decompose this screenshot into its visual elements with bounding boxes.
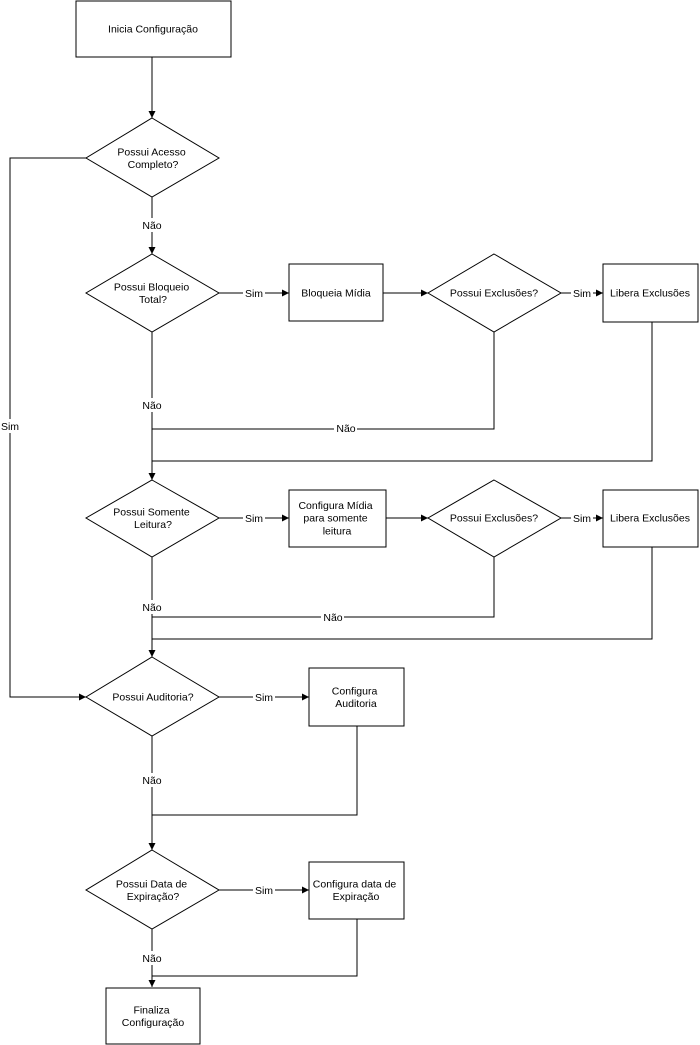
node-libera-2-label: Libera Exclusões [610, 513, 690, 525]
decision-acesso: Possui Acesso Completo? [85, 117, 220, 198]
node-finaliza: Finaliza Configuração [105, 987, 201, 1045]
node-libera-1: Libera Exclusões [602, 263, 699, 323]
node-finaliza-label: Finaliza Configuração [122, 1004, 185, 1029]
node-configura-auditoria: Configura Auditoria [308, 667, 405, 727]
node-inicia-label: Inicia Configuração [108, 24, 198, 36]
node-configura-expiracao: Configura data de Expiração [308, 861, 405, 920]
edge-configura-expiracao-merge [152, 919, 358, 977]
edge-libera1-merge [152, 322, 653, 462]
decision-acesso-label: Possui Acesso Completo? [117, 146, 188, 171]
edge-labels: Sim Não Sim Não Sim Não Sim Não Sim Não … [1, 218, 593, 965]
decision-exclusoes-1: Possui Exclusões? [427, 253, 562, 333]
node-configura-auditoria-label: Configura Auditoria [332, 685, 380, 710]
node-bloqueia-midia: Bloqueia Mídia [288, 263, 384, 322]
label-exclusoes2-sim: Sim [573, 513, 591, 525]
decision-expiracao-label: Possui Data de Expiração? [116, 878, 190, 903]
nodes: Inicia Configuração Possui Acesso Comple… [75, 0, 699, 1045]
label-expiracao-nao: Não [142, 953, 161, 965]
edge-libera2-merge [152, 547, 653, 640]
label-leitura-sim: Sim [245, 513, 263, 525]
edge-exclusoes2-nao [152, 557, 495, 618]
label-exclusoes1-sim: Sim [573, 288, 591, 300]
decision-bloqueio-label: Possui Bloqueio Total? [114, 281, 192, 306]
edge-configura-auditoria-merge [152, 726, 358, 816]
node-configura-midia: Configura Mídia para somente leitura [288, 489, 387, 548]
label-exclusoes1-nao: Não [336, 423, 355, 435]
label-acesso-sim: Sim [1, 421, 19, 433]
label-auditoria-nao: Não [142, 775, 161, 787]
node-inicia: Inicia Configuração [75, 0, 232, 58]
decision-exclusoes-1-label: Possui Exclusões? [450, 288, 538, 300]
label-exclusoes2-nao: Não [323, 612, 342, 624]
decision-auditoria-label: Possui Auditoria? [112, 692, 193, 704]
decision-somente-leitura-label: Possui Somente Leitura? [113, 506, 192, 531]
node-libera-2: Libera Exclusões [602, 489, 699, 548]
decision-exclusoes-2: Possui Exclusões? [427, 479, 563, 558]
label-leitura-nao: Não [142, 602, 161, 614]
decision-exclusoes-2-label: Possui Exclusões? [450, 513, 538, 525]
label-auditoria-sim: Sim [255, 692, 273, 704]
label-expiracao-sim: Sim [255, 885, 273, 897]
decision-somente-leitura: Possui Somente Leitura? [85, 479, 221, 558]
decision-bloqueio: Possui Bloqueio Total? [85, 253, 220, 333]
label-bloqueio-sim: Sim [245, 288, 263, 300]
label-acesso-nao: Não [142, 220, 161, 232]
decision-auditoria: Possui Auditoria? [85, 656, 220, 737]
connectors [9, 57, 653, 987]
node-libera-1-label: Libera Exclusões [610, 288, 690, 300]
label-bloqueio-nao: Não [142, 400, 161, 412]
node-bloqueia-midia-label: Bloqueia Mídia [301, 288, 371, 300]
decision-expiracao: Possui Data de Expiração? [85, 849, 220, 930]
node-configura-midia-label: Configura Mídia para somente leitura [298, 500, 375, 537]
node-configura-expiracao-label: Configura data de Expiração [313, 878, 399, 903]
edge-acesso-sim [9, 157, 87, 701]
edge-exclusoes1-nao [152, 332, 495, 430]
